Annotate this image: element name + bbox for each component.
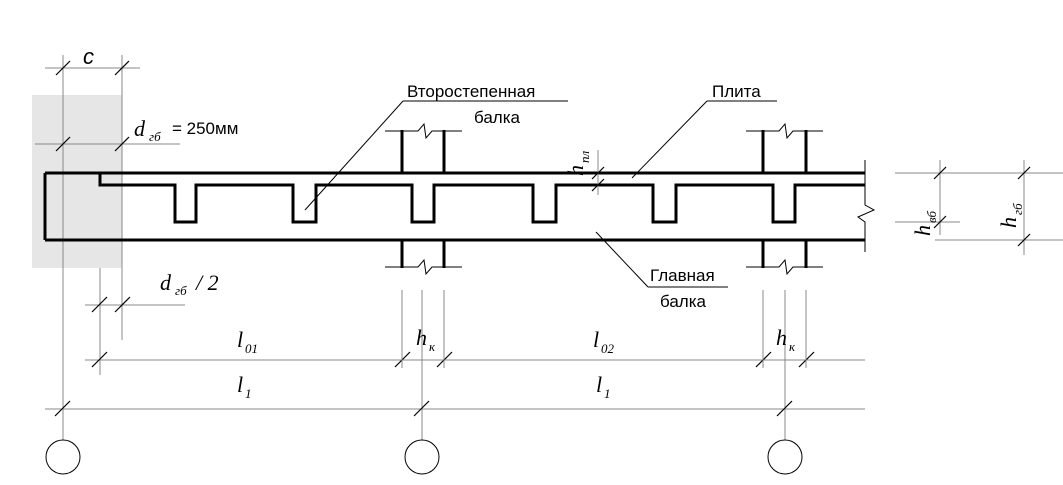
span-l01-symbol: l bbox=[237, 327, 243, 352]
slab-thickness-symbol: h bbox=[563, 165, 588, 176]
secondary-beam-label-1: Второстепенная bbox=[407, 82, 535, 101]
section-height-dims: h вб h гб bbox=[895, 160, 1063, 255]
axis-span-dims: l 1 l 1 bbox=[45, 372, 865, 417]
wall-thickness-subscript: гб bbox=[149, 129, 161, 144]
secondary-beam-height-subscript: вб bbox=[924, 211, 939, 223]
wall-thickness-dim: d гб = 250мм bbox=[35, 116, 238, 152]
column-hk-1-symbol: h bbox=[416, 325, 427, 350]
column-3 bbox=[746, 122, 823, 276]
column-hk-1-subscript: к bbox=[429, 339, 436, 354]
span-l1-a-subscript: 1 bbox=[245, 386, 252, 401]
half-wall-subscript: гб bbox=[175, 283, 187, 298]
column-hk-2-subscript: к bbox=[789, 339, 796, 354]
main-beam-height-subscript: гб bbox=[1010, 203, 1025, 215]
column-2 bbox=[385, 122, 462, 276]
wall-thickness-symbol: d bbox=[134, 116, 146, 141]
half-wall-divisor: / 2 bbox=[194, 270, 219, 295]
support-length-dim: c bbox=[45, 44, 140, 76]
break-mark bbox=[856, 160, 876, 252]
main-beam-label-1: Главная bbox=[650, 266, 715, 285]
slab-callout: Плита bbox=[631, 82, 777, 179]
column-hk-2-symbol: h bbox=[776, 325, 787, 350]
span-l01-subscript: 01 bbox=[245, 341, 258, 356]
half-wall-dim: d гб / 2 bbox=[85, 270, 219, 313]
span-l02-subscript: 02 bbox=[601, 341, 615, 356]
secondary-beam-callout: Второстепенная балка bbox=[304, 82, 568, 211]
main-beam-section bbox=[43, 171, 865, 242]
main-beam-label-2: балка bbox=[660, 292, 707, 311]
axis-marker-2 bbox=[404, 439, 440, 475]
slab-thickness-dim: h пл bbox=[563, 150, 605, 195]
main-beam-callout: Главная балка bbox=[595, 231, 728, 311]
span-l02-symbol: l bbox=[593, 327, 599, 352]
secondary-beam-height-symbol: h bbox=[910, 225, 935, 236]
span-l1-a-symbol: l bbox=[237, 372, 243, 397]
axis-marker-1 bbox=[45, 439, 81, 475]
clear-span-dims: l 01 h к l 02 h к bbox=[85, 290, 865, 368]
support-length-label: c bbox=[83, 44, 94, 69]
slab-thickness-subscript: пл bbox=[577, 151, 592, 164]
half-wall-symbol: d bbox=[160, 270, 172, 295]
wall-thickness-value: = 250мм bbox=[172, 119, 238, 138]
secondary-beam-label-2: балка bbox=[474, 108, 521, 127]
axis-marker-3 bbox=[767, 439, 803, 475]
slab-label: Плита bbox=[712, 82, 761, 101]
main-beam-height-symbol: h bbox=[996, 217, 1021, 228]
span-l1-b-symbol: l bbox=[596, 372, 602, 397]
span-l1-b-subscript: 1 bbox=[604, 386, 611, 401]
